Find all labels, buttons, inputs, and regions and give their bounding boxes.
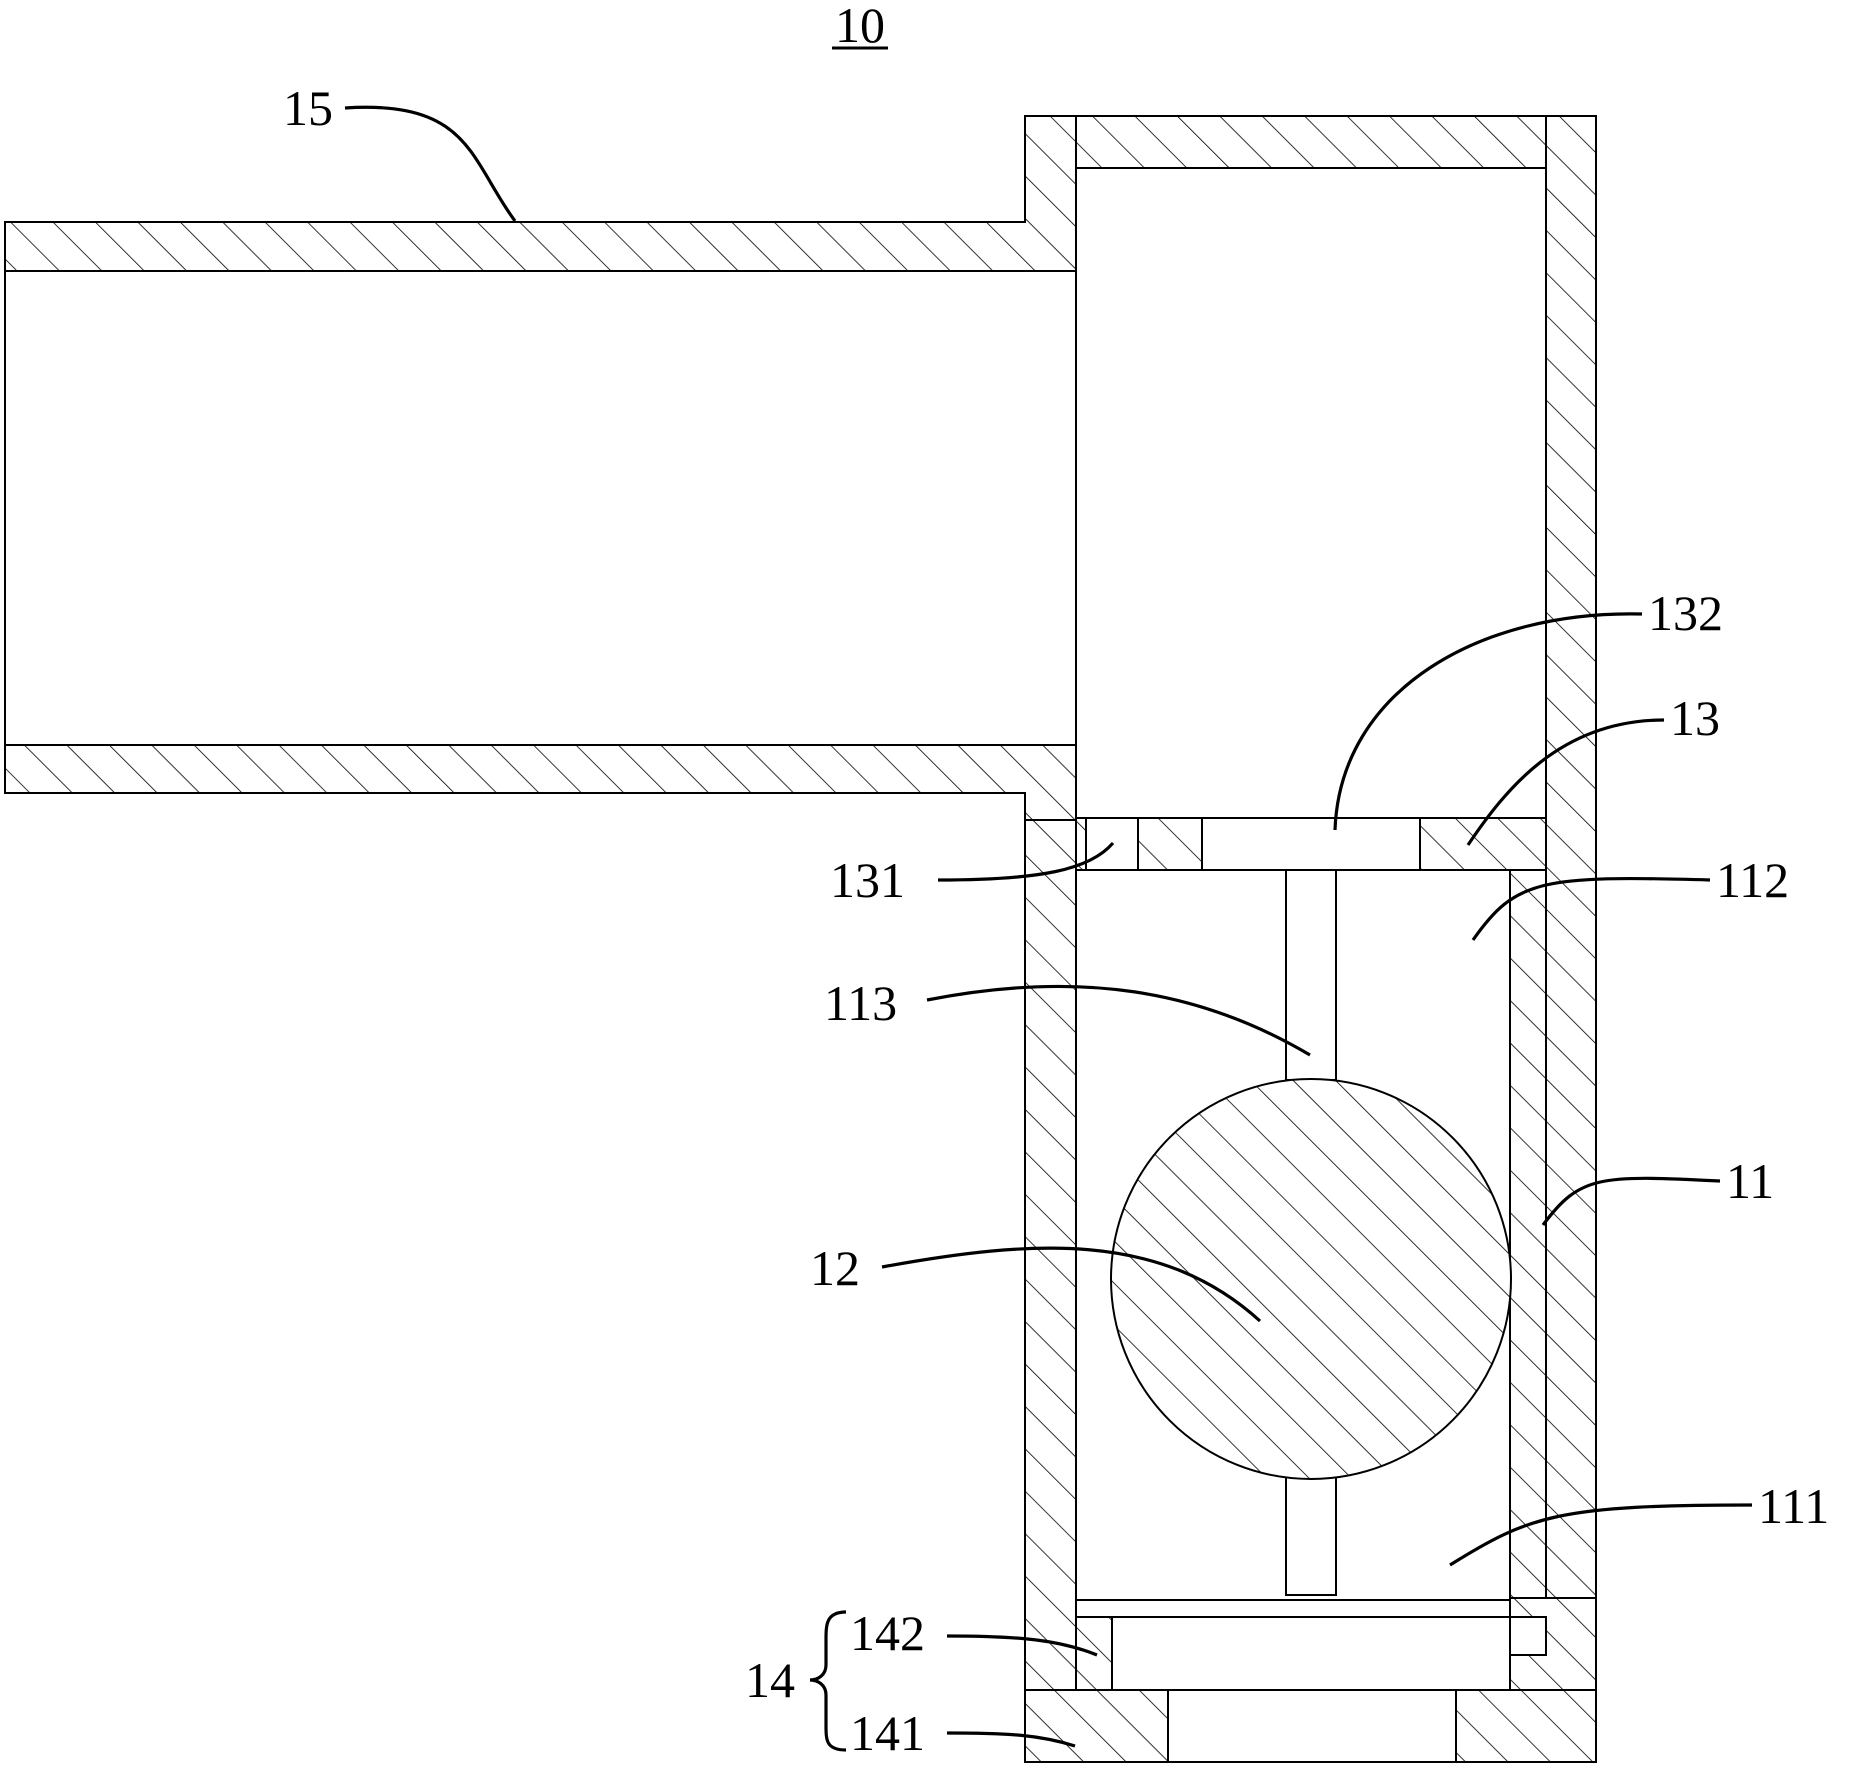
housing-right-wall bbox=[1545, 115, 1597, 1637]
pipe-upper-wall bbox=[4, 115, 1077, 272]
label-142: 142 bbox=[850, 1605, 925, 1661]
base-opening bbox=[1167, 1689, 1457, 1763]
brace-14 bbox=[809, 1610, 847, 1752]
seat-inner-142 bbox=[1111, 1616, 1511, 1691]
housing-top-wall bbox=[1025, 115, 1597, 169]
housing-left-wall bbox=[1024, 819, 1077, 1691]
label-15: 15 bbox=[283, 80, 333, 136]
label-141: 141 bbox=[850, 1705, 925, 1761]
upper-chamber bbox=[1075, 167, 1547, 819]
label-11: 11 bbox=[1726, 1153, 1774, 1209]
leader-132 bbox=[1333, 612, 1643, 831]
guide-rod-lower bbox=[1285, 1474, 1337, 1596]
label-132: 132 bbox=[1648, 585, 1723, 641]
label-131: 131 bbox=[830, 852, 905, 908]
leader-142 bbox=[946, 1634, 1098, 1657]
leader-11 bbox=[1541, 1176, 1721, 1226]
leader-13 bbox=[1466, 718, 1665, 846]
label-112: 112 bbox=[1716, 852, 1789, 908]
guide-rod-upper bbox=[1285, 869, 1337, 1081]
partition-opening-center bbox=[1201, 817, 1421, 871]
leader-113 bbox=[926, 984, 1311, 1057]
label-111: 111 bbox=[1758, 1478, 1829, 1534]
label-12: 12 bbox=[810, 1240, 860, 1296]
leader-111 bbox=[1449, 1503, 1753, 1567]
pipe-lower-wall bbox=[4, 744, 1077, 821]
leader-112 bbox=[1471, 876, 1711, 941]
leader-15 bbox=[344, 105, 517, 222]
label-14: 14 bbox=[745, 1652, 795, 1708]
leader-131 bbox=[937, 841, 1115, 882]
label-113: 113 bbox=[824, 975, 897, 1031]
ball bbox=[1110, 1078, 1512, 1480]
chamber-right-wall bbox=[1509, 869, 1547, 1601]
leader-12 bbox=[881, 1246, 1262, 1323]
label-13: 13 bbox=[1670, 690, 1720, 746]
leader-141 bbox=[946, 1731, 1076, 1748]
figure-number: 10 bbox=[835, 0, 885, 53]
